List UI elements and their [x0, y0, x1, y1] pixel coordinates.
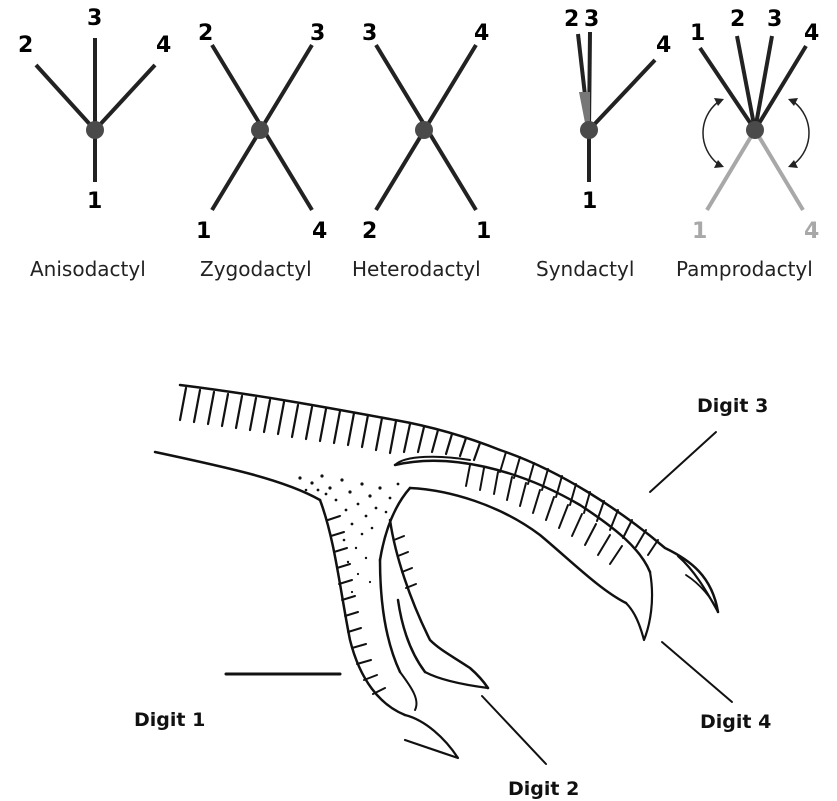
digit-number: 3 [767, 7, 782, 32]
digit-1-label: Digit 1 [134, 709, 205, 731]
digit-number: 1 [87, 189, 102, 214]
digit-number: 4 [312, 219, 327, 244]
zygodactyl-diagram: 2 3 1 4 Zygodactyl [196, 21, 327, 281]
joint-node [86, 121, 104, 139]
digit-number: 4 [804, 219, 819, 244]
joint-node [746, 121, 764, 139]
foot-type-caption: Heterodactyl [352, 257, 481, 281]
digit-number: 1 [692, 219, 707, 244]
digit-number: 3 [362, 21, 377, 46]
bird-foot-illustration [155, 385, 732, 764]
joint-node [251, 121, 269, 139]
digit-number: 3 [87, 6, 102, 31]
digit-number: 2 [564, 7, 579, 32]
scale-hatching [180, 388, 480, 460]
digit-number: 1 [690, 21, 705, 46]
digit-number: 4 [804, 21, 819, 46]
syndactyl-diagram: 2 3 4 1 Syndactyl [536, 7, 671, 281]
digit-number: 1 [582, 189, 597, 214]
foot-type-caption: Syndactyl [536, 257, 634, 281]
rotation-arrow-left [703, 102, 718, 164]
anisodactyl-diagram: 2 3 4 1 Anisodactyl [18, 6, 171, 281]
digit-number: 3 [310, 21, 325, 46]
digit-number: 3 [584, 7, 599, 32]
digit-number: 1 [196, 219, 211, 244]
foot-type-caption: Anisodactyl [30, 257, 146, 281]
leader-line-digit-3 [650, 432, 716, 492]
digit-number: 4 [474, 21, 489, 46]
joint-node [580, 121, 598, 139]
digit-number: 2 [198, 21, 213, 46]
foot-type-caption: Pamprodactyl [676, 257, 813, 281]
rotation-arrow-right [794, 102, 809, 164]
digit-2-label: Digit 2 [508, 778, 579, 800]
digit-4-label: Digit 4 [700, 711, 771, 733]
heterodactyl-diagram: 3 4 2 1 Heterodactyl [352, 21, 491, 281]
digit-number: 2 [362, 219, 377, 244]
digit-number: 4 [156, 33, 171, 58]
digit-number: 2 [18, 33, 33, 58]
digit-3-label: Digit 3 [697, 395, 768, 417]
digit-number: 1 [476, 219, 491, 244]
pamprodactyl-diagram: 1 2 3 4 1 4 Pamprodactyl [676, 7, 819, 281]
leader-line-digit-4 [662, 642, 732, 702]
digit-number: 4 [656, 33, 671, 58]
digit-number: 2 [730, 7, 745, 32]
joint-node [415, 121, 433, 139]
stipple-texture [298, 474, 399, 593]
leader-line-digit-2 [482, 696, 546, 764]
foot-type-caption: Zygodactyl [200, 257, 312, 281]
